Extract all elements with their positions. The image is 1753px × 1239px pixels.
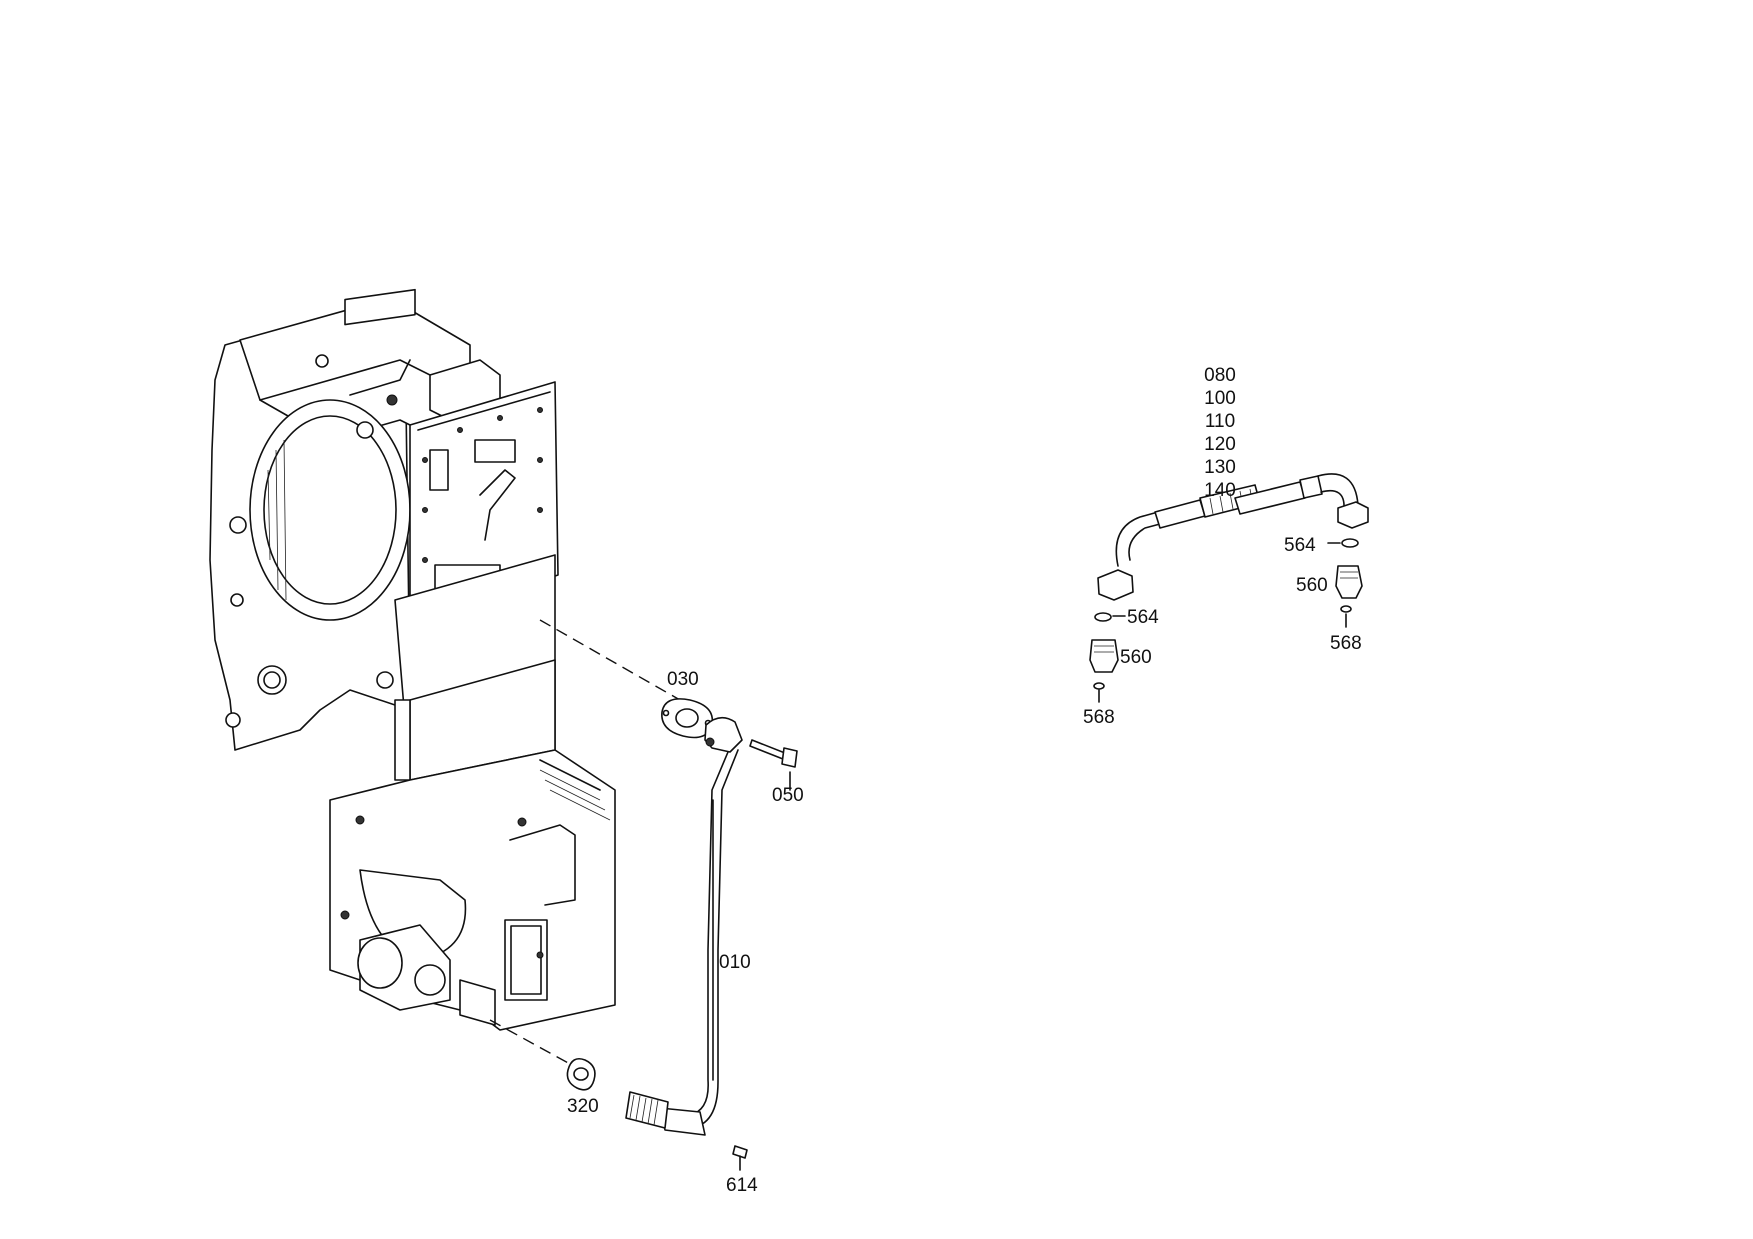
- part-label-560-left: 560: [1120, 647, 1152, 668]
- transmission-housing: [209, 288, 616, 1031]
- oil-pipe-010: [625, 716, 743, 1136]
- hose-variant-label: 130: [1204, 457, 1236, 478]
- part-label-614: 614: [726, 1175, 758, 1196]
- part-label-030: 030: [667, 669, 699, 690]
- hose-variant-label: 140: [1204, 480, 1236, 501]
- hose-variant-label: 120: [1204, 434, 1236, 455]
- hose-variant-list: 080 100 110 120 130 140: [1190, 366, 1250, 504]
- hose-variant-label: 100: [1204, 388, 1236, 409]
- hose-assembly: [1089, 473, 1369, 703]
- screw-614: [732, 1145, 748, 1171]
- part-label-050: 050: [772, 785, 804, 806]
- gasket-030: [661, 698, 714, 739]
- part-label-568-right: 568: [1330, 633, 1362, 654]
- part-label-320: 320: [567, 1096, 599, 1117]
- part-label-010: 010: [719, 952, 751, 973]
- gasket-320: [566, 1057, 596, 1091]
- bolt-050: [749, 739, 798, 791]
- hose-variant-label: 110: [1204, 411, 1236, 432]
- part-label-568-left: 568: [1083, 707, 1115, 728]
- part-label-560-right: 560: [1296, 575, 1328, 596]
- part-label-564-left: 564: [1127, 607, 1159, 628]
- hose-variant-label: 080: [1204, 365, 1236, 386]
- part-label-564-right: 564: [1284, 535, 1316, 556]
